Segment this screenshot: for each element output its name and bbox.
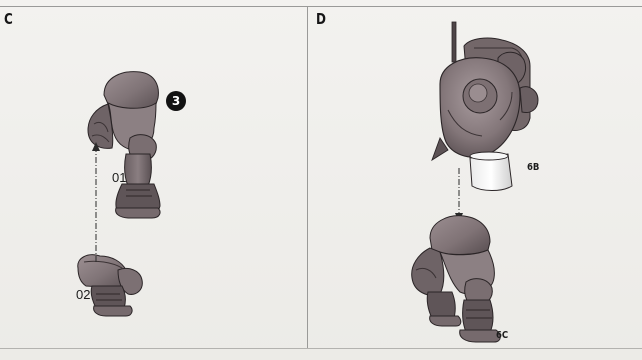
bottom-rule <box>0 348 642 349</box>
dash-dot-arrow-icon <box>455 168 463 222</box>
panel-d-illustration <box>0 0 642 348</box>
part-label-6b: 6B <box>527 162 539 173</box>
torso-part <box>432 22 538 191</box>
legs-part <box>412 216 501 342</box>
part-label-6c: 6C <box>496 330 508 341</box>
